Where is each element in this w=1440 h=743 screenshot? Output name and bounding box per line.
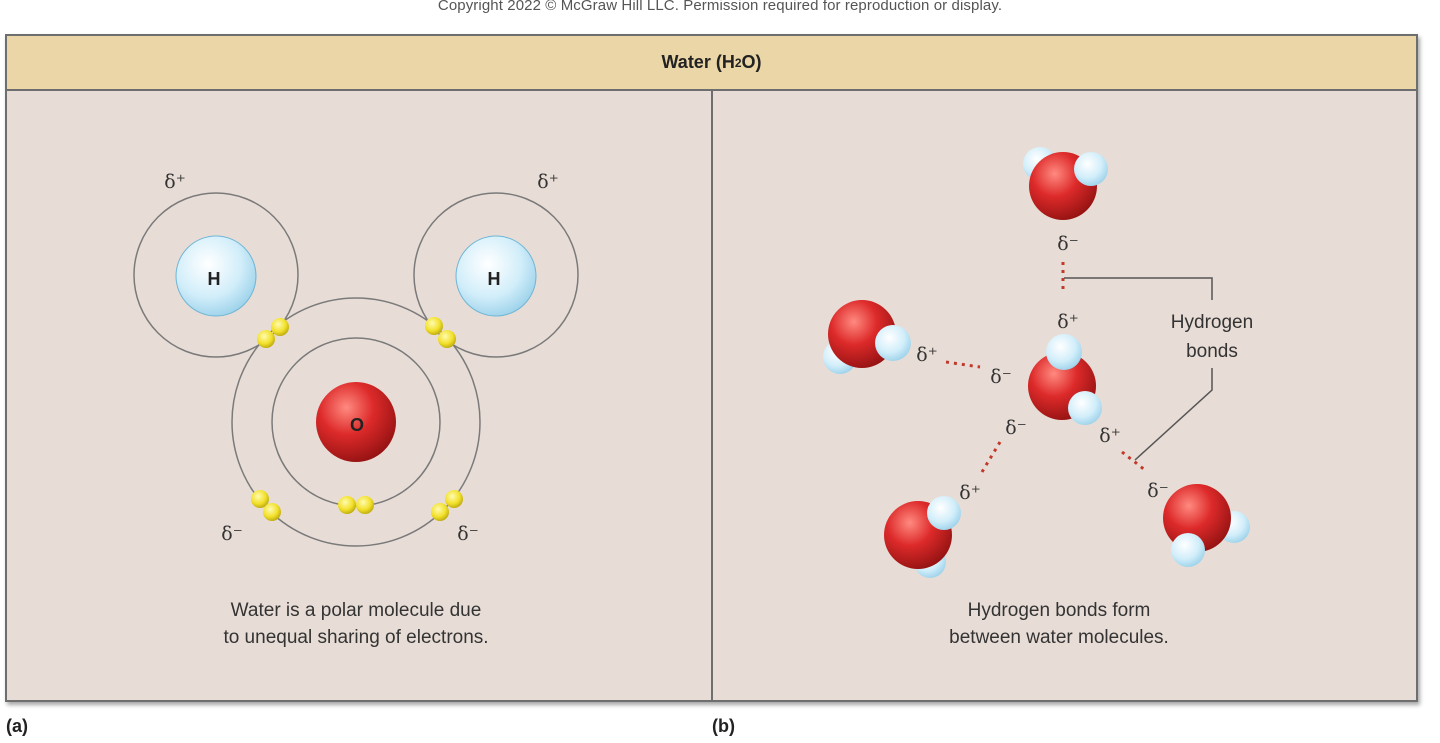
atom-label-h-right: H	[488, 269, 501, 289]
charge-delta-minus-left: δ⁻	[221, 523, 242, 545]
charge-delta-minus-right: δ⁻	[457, 523, 478, 545]
panel-divider	[711, 91, 713, 700]
panel-label-a: (a)	[6, 716, 28, 736]
caption-panel-b: Hydrogen bonds form between water molecu…	[849, 597, 1269, 651]
electron	[356, 496, 374, 514]
charge-delta-plus-bottom-left: δ⁺	[959, 482, 980, 504]
electron	[257, 330, 275, 348]
hydrogen-bond-bracket	[1064, 277, 1213, 300]
electron	[338, 496, 356, 514]
caption-panel-a: Water is a polar molecule due to unequal…	[146, 597, 566, 651]
copyright-notice: Copyright 2022 © McGraw Hill LLC. Permis…	[437, 0, 1003, 14]
hydrogen-atom	[1068, 391, 1102, 425]
charge-delta-minus-center-left: δ⁻	[990, 366, 1011, 388]
hydrogen-bond-label-line1: Hydrogen	[1171, 312, 1253, 333]
water-molecule-top	[1023, 147, 1108, 220]
hydrogen-nucleus-left	[175, 235, 257, 317]
header-title-suffix: O)	[741, 52, 762, 72]
caption-a-line2: to unequal sharing of electrons.	[223, 627, 489, 648]
water-molecule-bottom-right	[1163, 484, 1250, 567]
water-molecule-left	[823, 300, 911, 374]
charge-delta-plus-right: δ⁺	[537, 171, 558, 193]
oxygen-outer-shell	[231, 297, 481, 547]
caption-b-line1: Hydrogen bonds form	[967, 600, 1151, 621]
charge-delta-minus-top: δ⁻	[1057, 233, 1078, 255]
hydrogen-atom	[1074, 152, 1108, 186]
electron	[271, 318, 289, 336]
header-title-subscript: 2	[734, 55, 742, 70]
charge-delta-minus-bottom-right: δ⁻	[1147, 480, 1168, 502]
header-title-prefix: Water (H	[661, 52, 735, 72]
electron	[445, 490, 463, 508]
hydrogen-bond-label-line2: bonds	[1186, 341, 1238, 362]
atom-label-o: O	[350, 415, 364, 435]
hydrogen-nucleus-right	[455, 235, 537, 317]
oxygen-inner-shell	[271, 337, 441, 507]
electron	[263, 503, 281, 521]
caption-b-line2: between water molecules.	[949, 627, 1169, 648]
caption-a-line1: Water is a polar molecule due	[230, 600, 482, 621]
panel-a-atom-diagram: H H O δ⁺ δ⁺ δ⁻ δ⁻	[133, 171, 579, 547]
hydrogen-shell-right	[413, 192, 579, 358]
charge-delta-plus-left: δ⁺	[164, 171, 185, 193]
electron-group	[251, 317, 463, 521]
hydrogen-bond-bracket	[1134, 368, 1213, 461]
electron	[251, 490, 269, 508]
hydrogen-atom	[1171, 533, 1205, 567]
electron	[431, 503, 449, 521]
hydrogen-atom	[875, 325, 911, 361]
hydrogen-atom	[927, 496, 961, 530]
hydrogen-bond	[1121, 450, 1146, 472]
charge-delta-plus-center: δ⁺	[1057, 311, 1078, 333]
panel-label-b: (b)	[712, 716, 735, 736]
electron	[438, 330, 456, 348]
hydrogen-bonds	[945, 262, 1146, 473]
atom-label-h-left: H	[208, 269, 221, 289]
charge-delta-minus-center-bottom: δ⁻	[1005, 417, 1026, 439]
panel-b-hydrogen-bond-diagram: Hydrogen bonds δ⁻ δ⁺ δ⁺ δ⁻ δ⁻ δ⁺ δ⁺ δ⁻	[823, 147, 1253, 578]
water-molecule-center	[1028, 334, 1102, 425]
water-molecule-bottom-left	[884, 496, 961, 578]
charge-delta-plus-left: δ⁺	[916, 344, 937, 366]
charge-delta-plus-center-right: δ⁺	[1099, 425, 1120, 447]
oxygen-nucleus	[316, 382, 396, 462]
hydrogen-bond	[980, 441, 1002, 473]
electron	[425, 317, 443, 335]
hydrogen-shell-left	[133, 192, 299, 358]
hydrogen-bond	[945, 360, 981, 369]
hydrogen-atom	[1046, 334, 1082, 370]
